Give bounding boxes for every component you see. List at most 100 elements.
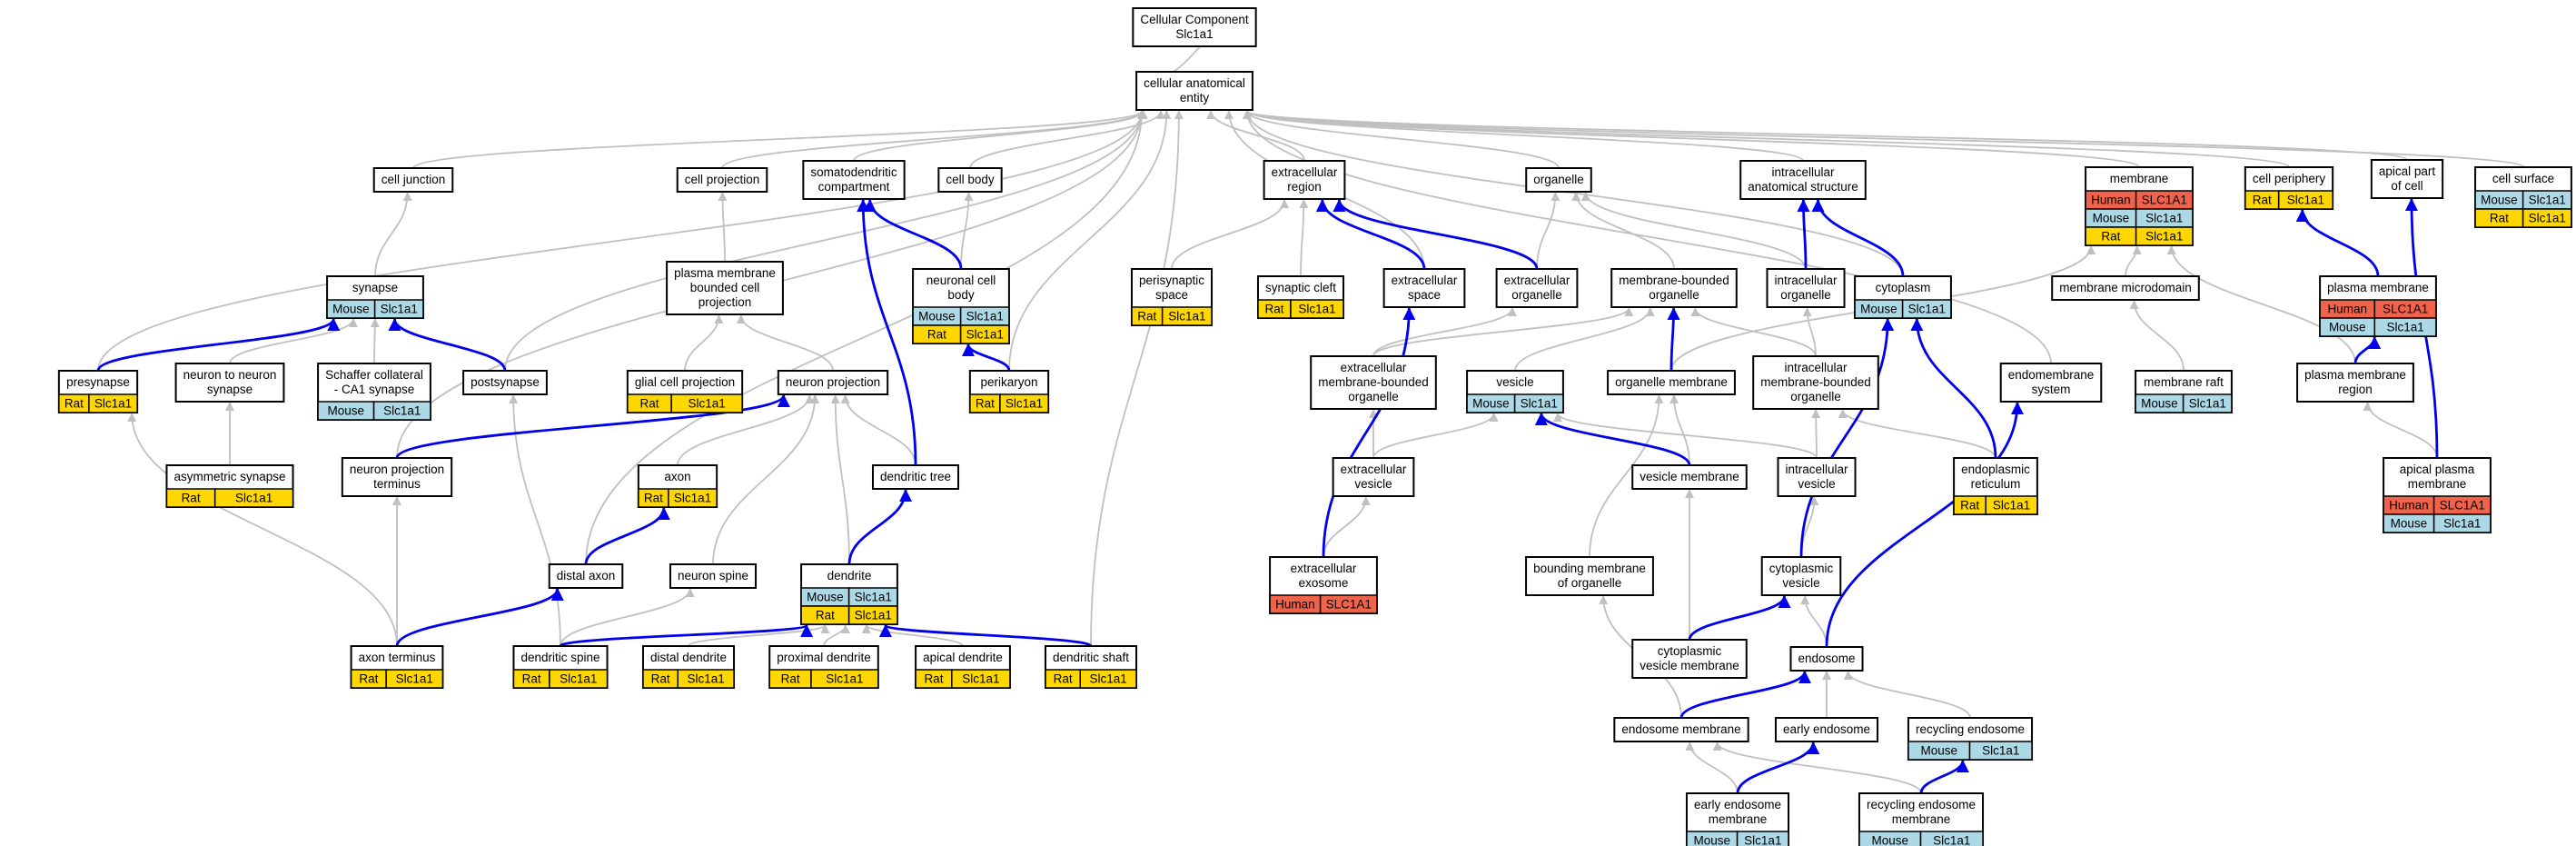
- gene-cell: [847, 605, 898, 625]
- is-a-edge: [504, 110, 1147, 372]
- gene-cell: [959, 324, 1010, 344]
- species-label: Rat: [644, 492, 663, 505]
- node-endosome-membrane: endosome membrane: [1613, 717, 1749, 742]
- is-a-edge: [1690, 307, 1817, 357]
- gene-label: Slc1a1: [689, 397, 726, 411]
- gene-cell: [2432, 513, 2492, 533]
- node-box: [1132, 7, 1257, 47]
- node-label: apical plasma: [2400, 463, 2475, 476]
- node-label: cytoplasm: [1876, 281, 1931, 294]
- node-label: apical part: [2379, 164, 2436, 178]
- node-label: recycling endosome: [1916, 722, 2025, 736]
- gene-cell: [1968, 741, 2033, 761]
- is-a-edge: [1800, 595, 1828, 648]
- node-label: perikaryon: [980, 375, 1037, 389]
- part-of-edge: [857, 199, 917, 466]
- gene-label: Slc1a1: [2529, 194, 2566, 207]
- node-label: cytoplasmic: [1658, 644, 1722, 658]
- is-a-edge: [1243, 110, 1560, 169]
- node-label: plasma membrane: [2304, 368, 2406, 382]
- node-label: body: [947, 288, 975, 302]
- node-label: postsynapse: [471, 375, 540, 389]
- is-a-edge: [1323, 496, 1371, 558]
- node-label: axon terminus: [359, 651, 436, 664]
- is-a-edge: [1243, 110, 2408, 161]
- node-label: glial cell projection: [635, 375, 735, 389]
- node-label: space: [1408, 288, 1441, 302]
- is-a-edge: [1843, 671, 1971, 719]
- is-a-edge: [2166, 245, 2356, 364]
- gene-label: SLC1A1: [2142, 194, 2187, 207]
- is-a-edge: [1206, 110, 1305, 162]
- node-label: presynapse: [66, 375, 130, 389]
- gene-cell: [549, 669, 609, 689]
- gene-label: Slc1a1: [962, 672, 999, 686]
- species-label: Rat: [2253, 194, 2272, 207]
- node-label: endosome: [1798, 652, 1855, 665]
- node-label: neuron to neuron: [183, 368, 277, 382]
- node-label: region: [1287, 180, 1322, 194]
- part-of-edge: [1534, 413, 1691, 466]
- node-box: [1999, 363, 2103, 403]
- is-a-edge: [1171, 199, 1290, 270]
- node-label: organelle: [1790, 390, 1841, 403]
- node-box: [372, 167, 454, 193]
- part-of-edge: [2353, 336, 2382, 364]
- is-a-edge: [736, 314, 834, 372]
- gene-cell: [385, 669, 444, 689]
- node-label: dendrite: [827, 569, 872, 582]
- part-of-edge: [1688, 595, 1791, 641]
- is-a-edge: [509, 394, 561, 647]
- gene-label: SLC1A1: [2440, 499, 2485, 513]
- is-a-edge: [677, 394, 815, 466]
- species-label: Rat: [1960, 499, 1979, 513]
- species-label: Rat: [522, 672, 541, 686]
- is-a-edge: [412, 110, 1146, 169]
- part-of-edge: [1919, 760, 1969, 794]
- node-label: distal dendrite: [650, 651, 727, 664]
- node-organelle-membrane: organelle membrane: [1607, 370, 1736, 395]
- node-label: anatomical structure: [1748, 180, 1858, 194]
- is-a-edge: [1372, 307, 1517, 357]
- part-of-edge: [1667, 307, 1680, 372]
- node-membrane-microdomain: membrane microdomain: [2051, 275, 2200, 301]
- is-a-edge: [712, 394, 820, 565]
- gene-label: Slc1a1: [1298, 303, 1335, 316]
- node-label: membrane: [1892, 812, 1951, 826]
- gene-label: Slc1a1: [688, 672, 725, 686]
- gene-cell: [1161, 306, 1213, 326]
- gene-cell: [2182, 393, 2233, 413]
- gene-label: Slc1a1: [94, 397, 132, 411]
- node-label: synaptic cleft: [1265, 281, 1336, 294]
- node-box: [1739, 160, 1867, 200]
- node-label: extracellular: [1341, 463, 1407, 476]
- part-of-edge: [388, 318, 507, 372]
- node-label: endomembrane: [2008, 368, 2095, 382]
- node-label: intracellular: [1784, 361, 1848, 374]
- species-label: Mouse: [1694, 834, 1731, 846]
- gene-label: Slc1a1: [1744, 834, 1781, 846]
- species-label: Mouse: [2141, 397, 2178, 411]
- part-of-edge: [1811, 199, 1905, 277]
- part-of-edge: [1322, 307, 1416, 558]
- is-a-edge: [830, 394, 850, 565]
- gene-cell: [1319, 594, 1378, 614]
- species-label: Mouse: [328, 404, 365, 418]
- gene-label: Slc1a1: [235, 492, 272, 505]
- species-label: Mouse: [1472, 397, 1510, 411]
